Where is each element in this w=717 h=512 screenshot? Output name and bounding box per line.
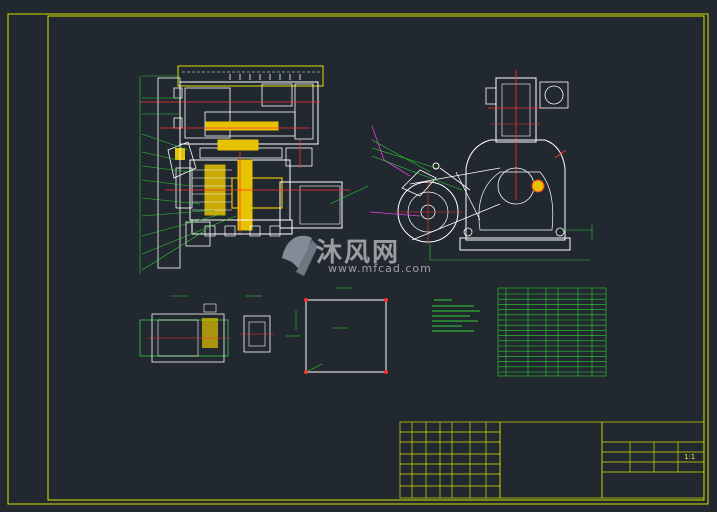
scale-value: 1:1 <box>684 453 696 461</box>
title-block-right <box>601 421 705 499</box>
technical-notes <box>432 299 480 332</box>
front-section-view <box>140 65 350 269</box>
title-block-mid <box>499 421 603 499</box>
outer-frame <box>7 13 709 505</box>
leader-lines-right <box>371 139 593 261</box>
leader-lines-left <box>139 75 369 274</box>
side-view <box>369 70 571 251</box>
parts-list-table <box>497 287 607 377</box>
title-block-left <box>399 421 501 499</box>
detail-views <box>139 287 388 374</box>
watermark-url: www.mfcad.com <box>328 262 432 275</box>
watermark-logo-icon <box>282 235 318 276</box>
watermark-text: 沐风网 <box>316 238 401 268</box>
drawing-border <box>47 15 705 501</box>
